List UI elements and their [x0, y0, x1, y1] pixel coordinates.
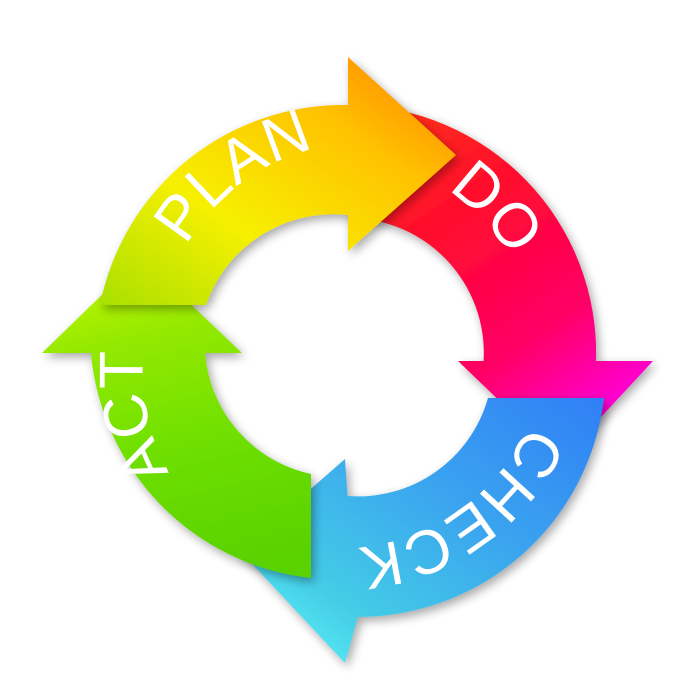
do-arrow: [348, 105, 653, 460]
plan-arrow: [100, 57, 456, 305]
check-arrow: [240, 398, 604, 663]
act-arrow: [42, 257, 311, 578]
